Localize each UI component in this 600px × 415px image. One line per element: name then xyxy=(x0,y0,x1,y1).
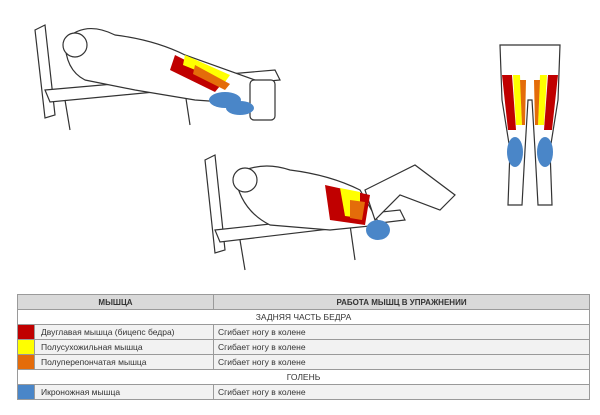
color-swatch xyxy=(17,339,35,355)
muscle-work: Сгибает ногу в колене xyxy=(213,324,590,340)
muscle-name: Полуперепончатая мышца xyxy=(34,354,214,370)
color-swatch xyxy=(17,354,35,370)
muscle-name: Полусухожильная мышца xyxy=(34,339,214,355)
table-row: Полусухожильная мышца Сгибает ногу в кол… xyxy=(17,339,590,355)
table-row: Полуперепончатая мышца Сгибает ногу в ко… xyxy=(17,354,590,370)
muscle-work: Сгибает ногу в колене xyxy=(213,354,590,370)
exercise-illustration-finish xyxy=(204,154,456,271)
table-row: Икроножная мышца Сгибает ногу в колене xyxy=(17,384,590,400)
legs-rear-view-illustration xyxy=(499,44,561,206)
muscle-work: Сгибает ногу в колене xyxy=(213,339,590,355)
section-row: ГОЛЕНЬ xyxy=(17,369,590,385)
table-header-row: МЫШЦА РАБОТА МЫШЦ В УПРАЖНЕНИИ xyxy=(17,294,590,310)
muscle-name: Икроножная мышца xyxy=(34,384,214,400)
header-work: РАБОТА МЫШЦ В УПРАЖНЕНИИ xyxy=(213,294,590,310)
color-swatch xyxy=(17,384,35,400)
exercise-illustration-start xyxy=(34,24,281,131)
muscle-table: МЫШЦА РАБОТА МЫШЦ В УПРАЖНЕНИИ ЗАДНЯЯ ЧА… xyxy=(17,294,590,400)
section-title: ГОЛЕНЬ xyxy=(17,369,590,385)
header-muscle: МЫШЦА xyxy=(17,294,214,310)
section-title: ЗАДНЯЯ ЧАСТЬ БЕДРА xyxy=(17,309,590,325)
table-row: Двуглавая мышца (бицепс бедра) Сгибает н… xyxy=(17,324,590,340)
muscle-name: Двуглавая мышца (бицепс бедра) xyxy=(34,324,214,340)
color-swatch xyxy=(17,324,35,340)
muscle-work: Сгибает ногу в колене xyxy=(213,384,590,400)
section-row: ЗАДНЯЯ ЧАСТЬ БЕДРА xyxy=(17,309,590,325)
